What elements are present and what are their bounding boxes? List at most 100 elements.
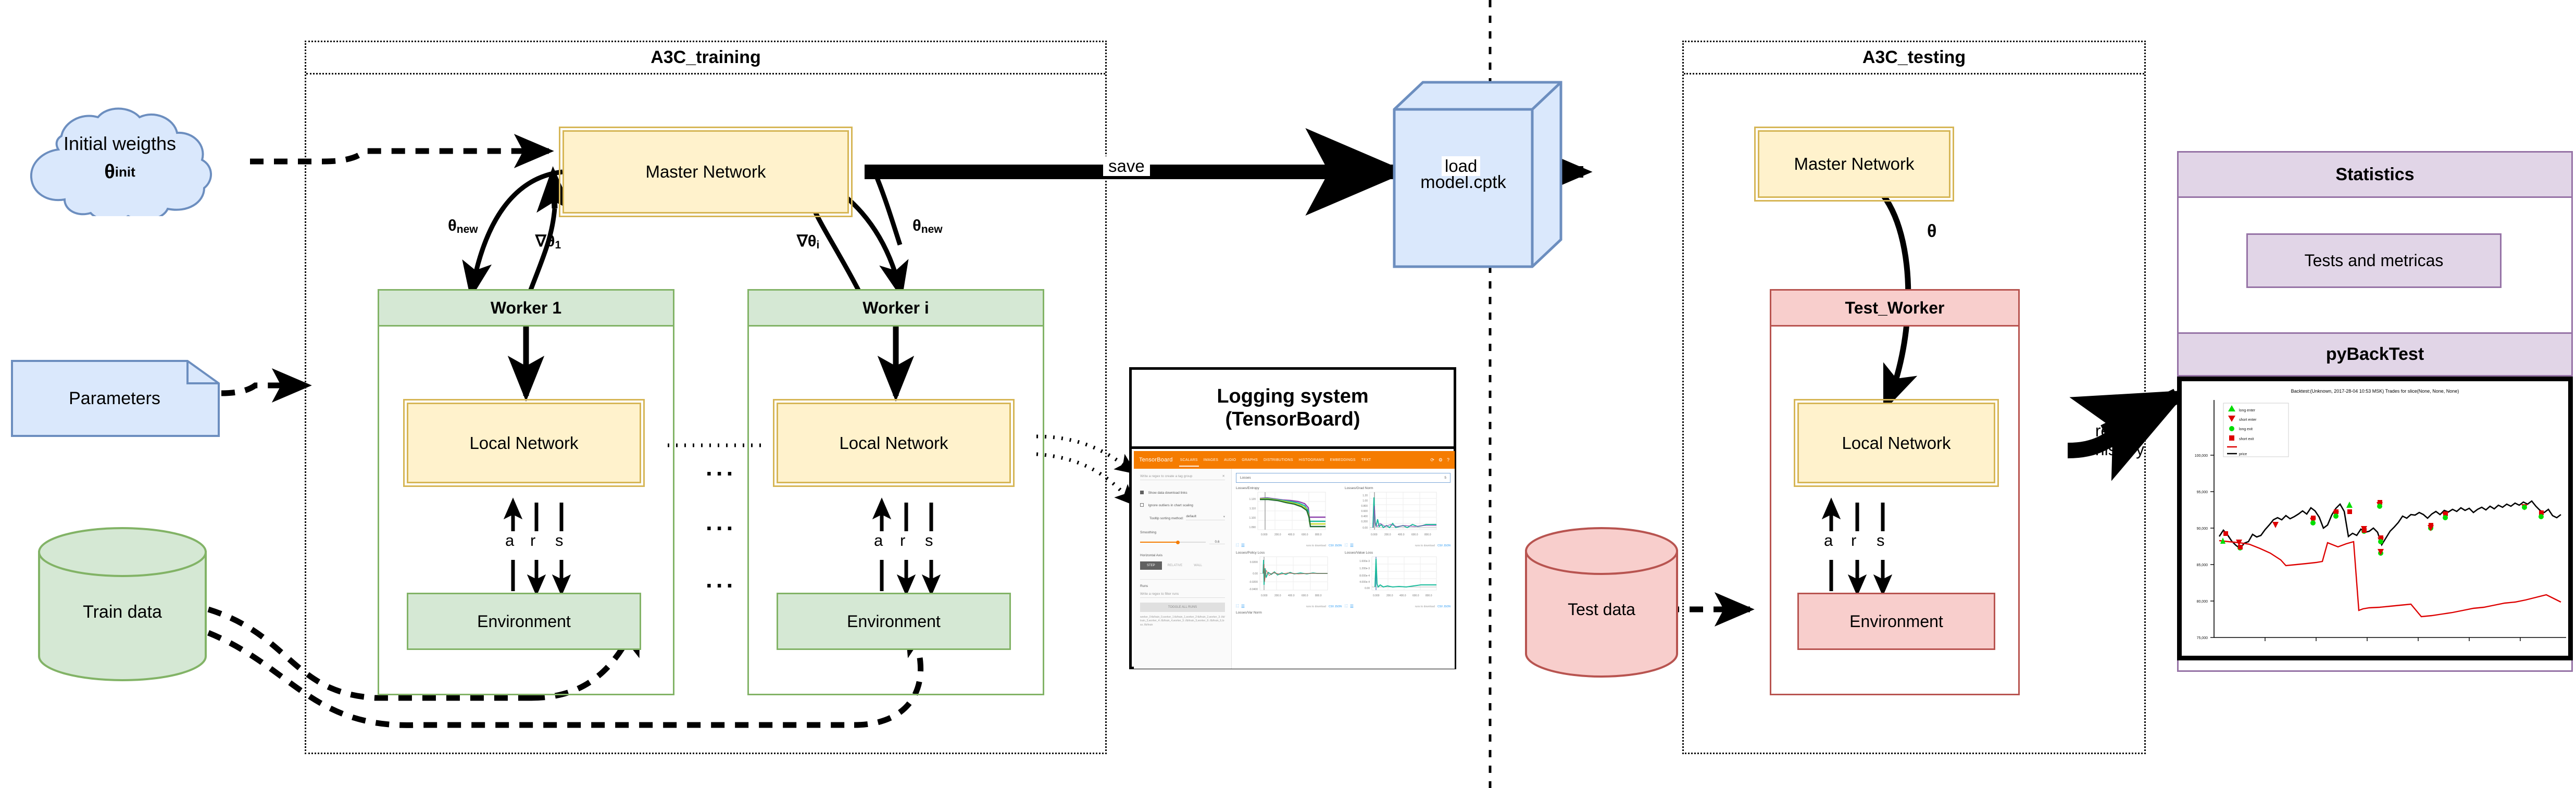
chart-card-policyloss[interactable]: Losses/Policy Loss 0.0200 0.00 -0.0200 -… xyxy=(1236,551,1342,609)
list-icon-valueloss[interactable]: ☰ xyxy=(1349,604,1354,609)
tensorboard-logo: TensorBoard xyxy=(1139,457,1173,463)
worker-1-signal-r: r xyxy=(530,531,536,549)
haxis-option-step[interactable]: STEP xyxy=(1140,561,1162,570)
tab-histograms[interactable]: HISTOGRAMS xyxy=(1298,458,1324,462)
bt-ytick-90000: 90,000 xyxy=(2197,527,2208,531)
bt-ytick-75000: 75,000 xyxy=(2197,636,2208,640)
smoothing-slider-knob[interactable] xyxy=(1176,540,1180,544)
master-network-testing[interactable]: Master Network xyxy=(1754,127,1954,202)
test-local-network-label: Local Network xyxy=(1842,433,1951,453)
xtick-g4: 800.0 xyxy=(1424,533,1431,536)
xtick-v1: 200.0 xyxy=(1386,594,1393,597)
test-signal-a: a xyxy=(1824,531,1833,549)
smoothing-slider[interactable] xyxy=(1140,540,1206,544)
worker-i-signal-s: s xyxy=(925,531,933,549)
smoothing-value[interactable]: 0.6 xyxy=(1209,540,1225,544)
ytick-v2: 8.000e-4 xyxy=(1359,574,1370,578)
help-icon[interactable]: ? xyxy=(1446,457,1449,462)
tag-regex-placeholder: Write a regex to create a tag group xyxy=(1140,474,1193,478)
pybacktest-chart[interactable]: Backtest:(Unknown, 2017-28-04 10:53 MSK)… xyxy=(2177,377,2573,660)
download-formats-policyloss[interactable]: CSV JSON xyxy=(1328,605,1342,608)
theta-new-right-label: θnew xyxy=(912,216,943,235)
list-icon-entropy[interactable]: ☰ xyxy=(1241,543,1245,548)
list-icon-policyloss[interactable]: ☰ xyxy=(1241,604,1245,609)
chart-plot-valueloss: 1.600e-3 1.200e-3 8.000e-4 4.000e-4 0.00… xyxy=(1359,556,1437,597)
ytick-g1: 1.00 xyxy=(1362,499,1368,503)
tensorboard-screenshot[interactable]: TensorBoard SCALARS IMAGES AUDIO GRAPHS … xyxy=(1134,451,1455,669)
workers-ellipsis-top: ... xyxy=(706,454,737,481)
worker-1-header: Worker 1 xyxy=(378,289,674,327)
a3c-training-pool: A3C_training xyxy=(305,41,1107,754)
master-network-training[interactable]: Master Network xyxy=(559,127,853,217)
expand-icon-policyloss[interactable]: ⛶ xyxy=(1236,604,1239,608)
test-local-network[interactable]: Local Network xyxy=(1794,399,1999,487)
ytick-g3: 0.600 xyxy=(1361,510,1368,513)
tests-and-metrics-box[interactable]: Tests and metricas xyxy=(2246,233,2502,288)
tab-audio[interactable]: AUDIO xyxy=(1224,458,1236,462)
ytick-g2: 0.800 xyxy=(1361,505,1368,508)
worker-1-environment[interactable]: Environment xyxy=(407,593,641,650)
worker-i-container: Worker i Local Network Environment xyxy=(747,289,1044,695)
checkbox-icon-unchecked xyxy=(1140,503,1144,507)
test-environment[interactable]: Environment xyxy=(1797,593,1995,650)
xtick-p3: 600.0 xyxy=(1302,594,1308,597)
ytick-v3: 4.000e-4 xyxy=(1359,581,1370,584)
worker-i-signal-r: r xyxy=(900,531,906,549)
worker-1-local-network[interactable]: Local Network xyxy=(403,399,645,487)
tab-images[interactable]: IMAGES xyxy=(1203,458,1219,462)
worker-i-environment-label: Environment xyxy=(847,611,941,631)
horizontal-axis-label: Horizontal Axis xyxy=(1140,554,1162,557)
results-history-label: results history xyxy=(2078,421,2161,459)
ytick-p1: 0.00 xyxy=(1253,572,1258,576)
tab-scalars[interactable]: SCALARS xyxy=(1179,458,1199,467)
logging-title-line1: Logging system xyxy=(1217,385,1369,407)
tab-graphs[interactable]: GRAPHS xyxy=(1242,458,1258,462)
xtick-g3: 600.0 xyxy=(1411,533,1418,536)
download-formats-entropy[interactable]: CSV JSON xyxy=(1328,544,1342,547)
expand-icon-gradnorm[interactable]: ⛶ xyxy=(1345,543,1347,547)
legend-short-exit: short exit xyxy=(2239,437,2254,441)
haxis-option-wall[interactable]: WALL xyxy=(1194,564,1203,567)
chart-plot-entropy: 1.120 1.110 1.100 1.090 0.000 200.0 400.… xyxy=(1249,492,1326,536)
chart-card-entropy[interactable]: Losses/Entropy 1.120 1.110 1.100 1.09 xyxy=(1236,486,1342,548)
worker-i-signal-a: a xyxy=(874,531,883,549)
worker-i-environment[interactable]: Environment xyxy=(777,593,1011,650)
checkbox-ignore-outliers[interactable]: Ignore outliers in chart scaling xyxy=(1140,499,1225,509)
clear-icon[interactable]: ✕ xyxy=(1222,474,1225,478)
initial-weights-theta: θ xyxy=(104,160,115,183)
xtick-e4: 800.0 xyxy=(1315,533,1322,536)
xtick-v3: 600.0 xyxy=(1412,594,1419,597)
gear-icon[interactable]: ⚙ xyxy=(1438,457,1443,462)
runs-filter-input[interactable]: Write a regex to filter runs xyxy=(1140,592,1225,598)
xtick-e3: 600.0 xyxy=(1302,533,1308,536)
workers-ellipsis-bottom: ... xyxy=(706,566,737,593)
expand-icon-entropy[interactable]: ⛶ xyxy=(1236,543,1239,547)
toggle-all-runs-button[interactable]: TOGGLE ALL RUNS xyxy=(1140,603,1225,612)
pybacktest-title: pyBackTest xyxy=(2177,332,2573,377)
tab-embeddings[interactable]: EMBEDDINGS xyxy=(1330,458,1356,462)
chart-card-valueloss[interactable]: Losses/Value Loss 1.600e-3 1.200e-3 8.00… xyxy=(1345,551,1450,609)
list-icon-gradnorm[interactable]: ☰ xyxy=(1349,543,1354,548)
tab-text[interactable]: TEXT xyxy=(1361,458,1371,462)
train-data-label: Train data xyxy=(83,602,162,622)
checkbox-show-download-links[interactable]: Show data download links xyxy=(1140,487,1225,496)
test-environment-label: Environment xyxy=(1849,611,1943,631)
workers-ellipsis-mid: ... xyxy=(706,508,737,535)
expand-icon-valueloss[interactable]: ⛶ xyxy=(1345,604,1347,608)
worker-i-local-network[interactable]: Local Network xyxy=(773,399,1015,487)
tensorboard-sidebar: Write a regex to create a tag group ✕ Sh… xyxy=(1134,469,1232,669)
tag-regex-input[interactable]: Write a regex to create a tag group ✕ xyxy=(1140,474,1225,480)
haxis-option-relative[interactable]: RELATIVE xyxy=(1167,564,1183,567)
download-formats-valueloss[interactable]: CSV JSON xyxy=(1437,605,1450,608)
download-formats-gradnorm[interactable]: CSV JSON xyxy=(1437,544,1450,547)
tab-distributions[interactable]: DISTRIBUTIONS xyxy=(1264,458,1293,462)
tooltip-sort-select[interactable]: default ▾ xyxy=(1186,515,1225,520)
xtick-p1: 200.0 xyxy=(1274,594,1281,597)
refresh-icon[interactable]: ⟳ xyxy=(1430,457,1434,462)
worker-1-signal-s: s xyxy=(555,531,564,549)
xtick-e0: 0.000 xyxy=(1261,533,1268,536)
chart-card-gradnorm[interactable]: Losses/Grad Norm 1.20 1.00 0.800 0.600 xyxy=(1345,486,1450,548)
losses-group-header[interactable]: Losses 5 xyxy=(1236,473,1450,483)
bt-ytick-95000: 95,000 xyxy=(2197,491,2208,494)
worker-1-signal-a: a xyxy=(505,531,515,549)
